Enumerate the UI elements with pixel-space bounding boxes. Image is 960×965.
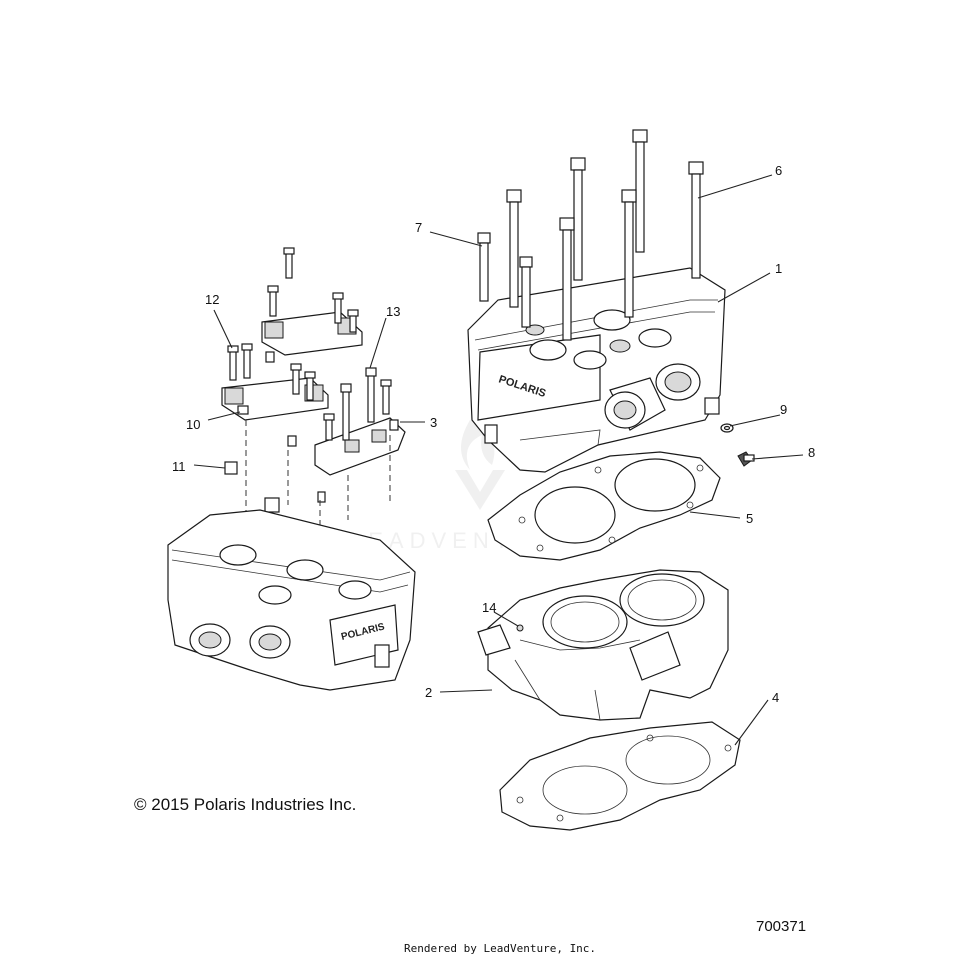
callout-13[interactable]: 13	[386, 304, 400, 319]
head-gasket[interactable]	[487, 451, 721, 561]
sealing-washer[interactable]	[720, 423, 734, 433]
bolt[interactable]	[519, 256, 533, 328]
lower-cylinder-head[interactable]: POLARIS	[167, 509, 416, 691]
bolt[interactable]	[559, 217, 575, 341]
cap-bolts[interactable]	[227, 247, 392, 441]
callout-4[interactable]: 4	[772, 690, 779, 705]
callout-7[interactable]: 7	[415, 220, 422, 235]
cam-cap-front[interactable]	[261, 311, 363, 356]
head-bolts-long[interactable]	[506, 129, 704, 341]
callout-14[interactable]: 14	[482, 600, 496, 615]
drain-plug[interactable]	[737, 451, 755, 467]
bolt[interactable]	[570, 157, 586, 281]
callout-10[interactable]: 10	[186, 417, 200, 432]
base-gasket[interactable]	[499, 721, 741, 831]
bolt[interactable]	[477, 232, 491, 302]
head-bolts-short[interactable]	[477, 232, 533, 328]
cam-carrier[interactable]	[314, 417, 406, 476]
callout-12[interactable]: 12	[205, 292, 219, 307]
cylinder-block[interactable]	[477, 569, 729, 721]
rendered-by-text: Rendered by LeadVenture, Inc.	[404, 942, 597, 955]
bolt[interactable]	[688, 161, 704, 279]
callout-5[interactable]: 5	[746, 511, 753, 526]
leader-lines	[193, 174, 804, 746]
callout-11[interactable]: 11	[172, 459, 186, 474]
bolt[interactable]	[621, 189, 637, 318]
callout-1[interactable]: 1	[775, 261, 782, 276]
callout-3[interactable]: 3	[430, 415, 437, 430]
bolt[interactable]	[506, 189, 522, 308]
callout-2[interactable]: 2	[425, 685, 432, 700]
copyright-text: © 2015 Polaris Industries Inc.	[134, 795, 357, 814]
diagram-number: 700371	[756, 918, 807, 935]
callout-labels: 1 2 3 4 5 6 7 8 9 10 11 12 13 14	[172, 163, 815, 705]
callout-9[interactable]: 9	[780, 402, 787, 417]
callout-6[interactable]: 6	[775, 163, 782, 178]
cylinder-head[interactable]: POLARIS	[467, 267, 726, 473]
callout-8[interactable]: 8	[808, 445, 815, 460]
